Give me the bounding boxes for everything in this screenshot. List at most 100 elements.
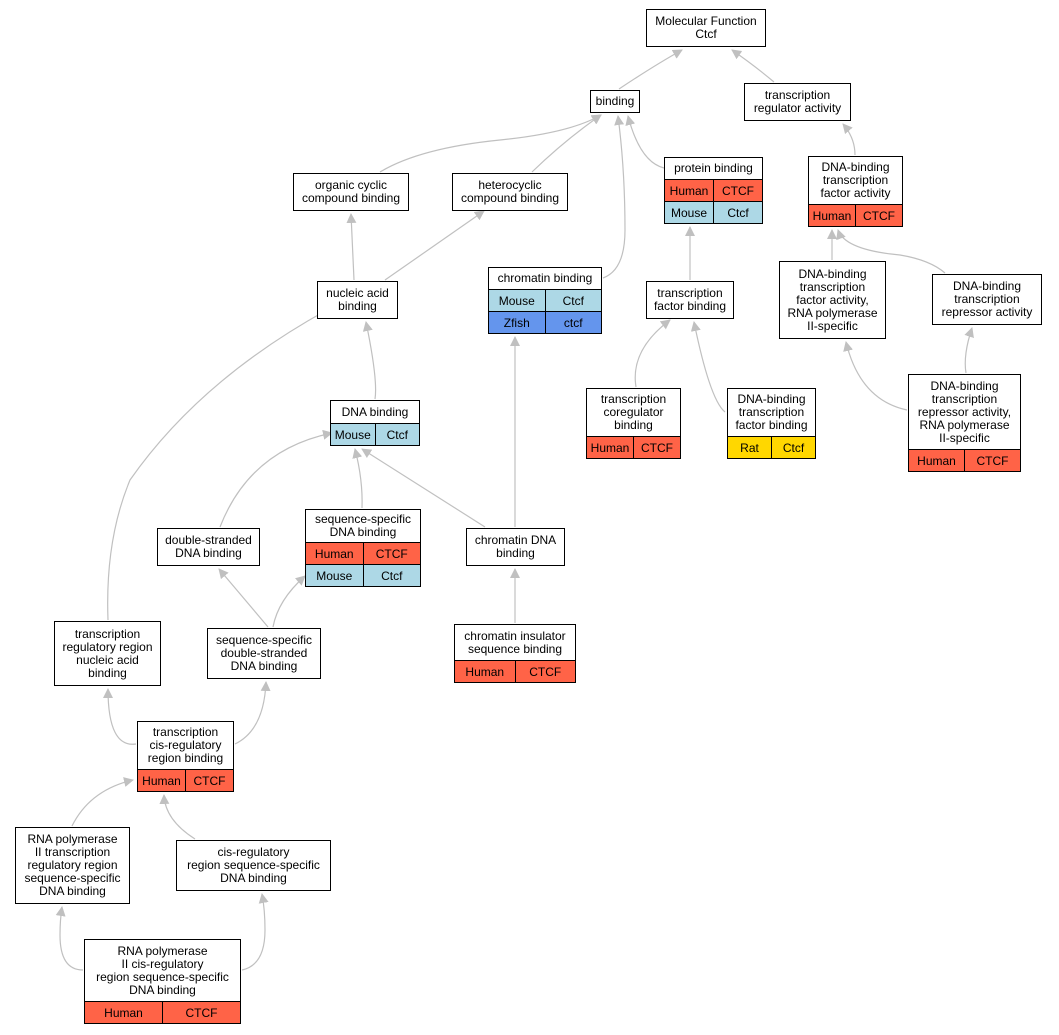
term-node-tfb[interactable]: transcription factor binding (646, 281, 734, 319)
edge-rnap2trr-to-tcrrb (71, 777, 134, 827)
term-label: heterocyclic compound binding (460, 178, 560, 205)
species-label: Human (104, 1005, 143, 1020)
term-label: transcription regulatory region nucleic … (62, 626, 153, 680)
term-node-dbtfa[interactable]: DNA-binding transcription factor activit… (808, 156, 903, 227)
term-node-chromdna[interactable]: chromatin DNA binding (466, 528, 565, 566)
term-label: binding (595, 94, 635, 108)
species-label: Human (465, 664, 505, 679)
term-node-dbtfb[interactable]: DNA-binding transcription factor binding… (727, 388, 816, 459)
edge-tcrrb-to-ssds (234, 681, 271, 745)
edge-dbtra-to-dbtfa (836, 229, 946, 274)
edge-protein-to-binding (625, 115, 665, 169)
species-label: Human (917, 453, 956, 468)
annotation-row: Rat Ctcf (728, 436, 815, 458)
term-label: DNA-binding transcription repressor acti… (917, 378, 1012, 445)
edge-rnap2crr-to-crrss (241, 893, 269, 971)
term-node-hcc[interactable]: heterocyclic compound binding (452, 173, 568, 211)
gene-label: Ctcf (374, 424, 420, 445)
species-label: Mouse (334, 427, 371, 442)
edge-binding-to-mf (618, 49, 683, 90)
term-label: transcription coregulator binding (600, 392, 667, 432)
gene-label: Ctcf (713, 202, 762, 223)
term-node-ssds[interactable]: sequence-specific double-stranded DNA bi… (207, 628, 321, 679)
term-node-crrss[interactable]: cis-regulatory region sequence-specific … (176, 840, 331, 891)
term-node-dbtra_pol2[interactable]: DNA-binding transcription repressor acti… (908, 374, 1021, 472)
edge-dbtra_pol2-to-dbtra (964, 327, 974, 374)
gene-label: ctcf (544, 312, 602, 333)
species-label: Zfish (503, 315, 530, 330)
edge-ssds-to-ds (218, 568, 269, 628)
gene-label: CTCF (362, 543, 421, 564)
term-label: sequence-specific double-stranded DNA bi… (215, 633, 313, 673)
gene-label: Ctcf (771, 437, 815, 458)
gene-label: Ctcf (544, 290, 602, 311)
term-node-dbtfa_pol2[interactable]: DNA-binding transcription factor activit… (779, 261, 886, 339)
term-node-tcrrb[interactable]: transcription cis-regulatory region bind… (137, 721, 234, 792)
edge-crrss-to-tcrrb (159, 794, 196, 840)
term-label: RNA polymerase II transcription regulato… (24, 832, 121, 898)
gene-label: Ctcf (362, 565, 421, 586)
edge-trrna-to-nucleic (107, 309, 328, 621)
term-label: transcription factor binding (653, 286, 727, 313)
gene-label: CTCF (855, 205, 902, 226)
term-label: DNA-binding transcription factor activit… (787, 266, 878, 333)
term-node-mf[interactable]: Molecular Function Ctcf (646, 9, 766, 47)
species-label: Human (142, 773, 181, 788)
annotation-row: Zfish ctcf (489, 311, 601, 333)
species-label: Human (314, 546, 354, 561)
annotation-row: Human CTCF (138, 769, 233, 791)
term-node-occ[interactable]: organic cyclic compound binding (293, 173, 409, 211)
term-label: double-stranded DNA binding (165, 533, 252, 560)
edge-chromatin-to-binding (602, 115, 626, 279)
term-label: protein binding (674, 161, 753, 175)
term-node-dbtra[interactable]: DNA-binding transcription repressor acti… (932, 274, 1042, 325)
term-label: chromatin binding (497, 271, 593, 285)
edge-tra-to-mf (731, 49, 775, 83)
species-label: Human (812, 208, 852, 223)
species-label: Human (590, 440, 630, 455)
gene-label: CTCF (514, 661, 576, 682)
term-node-trrna[interactable]: transcription regulatory region nucleic … (54, 621, 161, 686)
edge-ssds-to-ssdna (272, 575, 306, 628)
edge-dbtfb-to-tfb (690, 321, 726, 413)
edge-dbtfa-to-tra (842, 123, 856, 156)
term-label: transcription regulator activity (753, 88, 842, 115)
term-node-rnap2trr[interactable]: RNA polymerase II transcription regulato… (15, 827, 130, 904)
term-node-nucleic[interactable]: nucleic acid binding (317, 281, 398, 319)
term-node-binding[interactable]: binding (590, 90, 640, 113)
edge-tcb-to-tfb (634, 319, 671, 388)
term-node-tra[interactable]: transcription regulator activity (744, 83, 851, 121)
annotation-row: Human CTCF (306, 542, 420, 564)
term-label: RNA polymerase II cis-regulatory region … (96, 943, 229, 997)
annotation-row: Human CTCF (455, 660, 575, 682)
term-label: DNA binding (341, 404, 409, 419)
species-label: Rat (740, 440, 759, 455)
gene-label: CTCF (185, 770, 233, 791)
gene-label: CTCF (713, 180, 762, 201)
edge-ds-to-dna (219, 429, 333, 528)
term-label: nucleic acid binding (326, 286, 389, 313)
term-label: organic cyclic compound binding (301, 178, 401, 205)
edge-nucleic-to-hcc (384, 210, 485, 281)
edge-nucleic-to-occ (346, 213, 357, 281)
edge-ssdna-to-dna (352, 448, 363, 509)
term-node-ds[interactable]: double-stranded DNA binding (157, 528, 260, 566)
term-node-rnap2crr[interactable]: RNA polymerase II cis-regulatory region … (84, 939, 241, 1024)
term-label: DNA-binding transcription factor binding (735, 392, 808, 432)
gene-label: CTCF (633, 437, 680, 458)
term-label: DNA-binding transcription repressor acti… (941, 279, 1033, 319)
